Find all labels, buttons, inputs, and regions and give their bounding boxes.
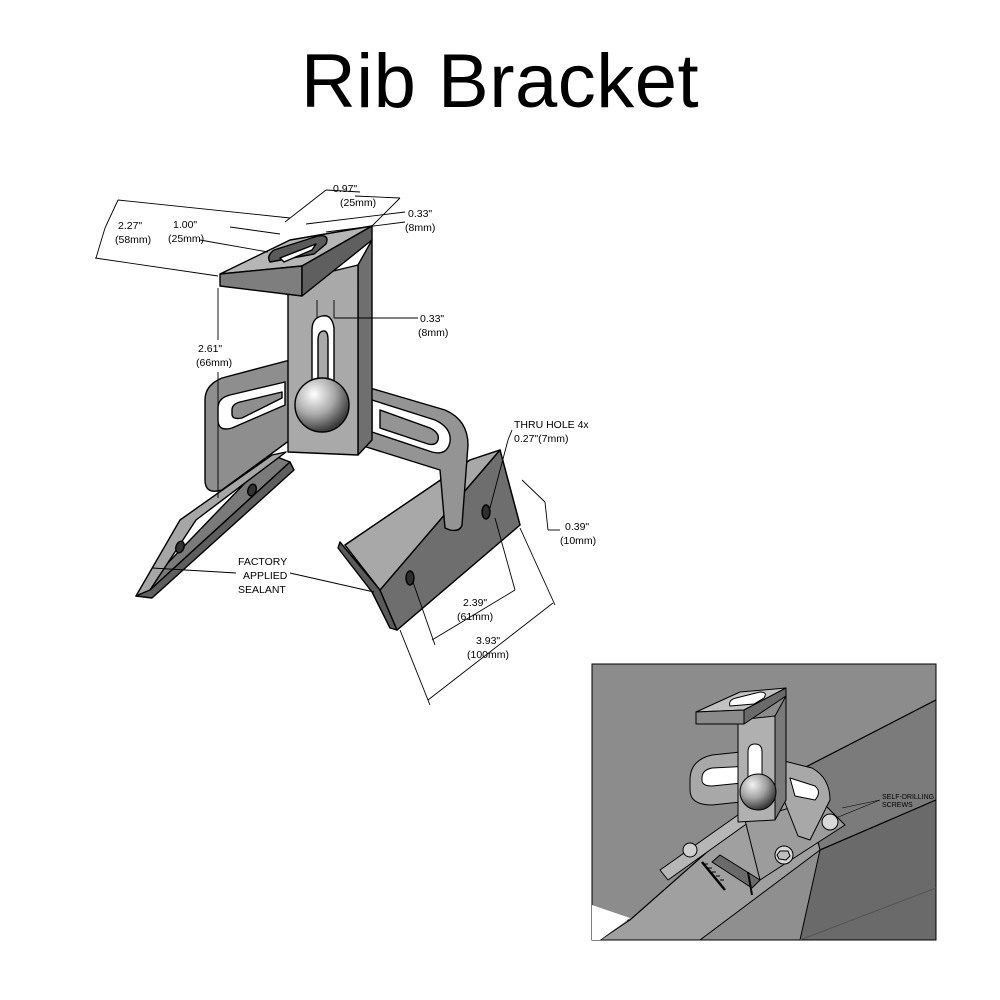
page-title: Rib Bracket bbox=[300, 39, 700, 124]
dimension-lines bbox=[94, 189, 560, 706]
dim-slot-len-in: 1.00" bbox=[173, 219, 197, 231]
sealant-label-3: SEALANT bbox=[238, 584, 286, 596]
installation-inset: SELF-DRILLING SCREWS bbox=[591, 663, 937, 941]
dim-slot-top-in: 0.33" bbox=[408, 208, 432, 220]
dim-length-in: 3.93" bbox=[476, 635, 500, 647]
hole-note-line1: THRU HOLE 4x bbox=[514, 419, 589, 431]
dim-depth-mm: (58mm) bbox=[115, 234, 151, 246]
dim-slot-vert-mm: (8mm) bbox=[418, 327, 448, 339]
dim-hole-spacing-in: 2.39" bbox=[463, 597, 487, 609]
dim-top-width-mm: (25mm) bbox=[340, 197, 376, 209]
dim-top-width-in: 0.97" bbox=[333, 183, 357, 195]
sealant-label-1: FACTORY bbox=[238, 556, 287, 568]
screws-label-2: SCREWS bbox=[882, 802, 913, 809]
hole-note-line2: 0.27"(7mm) bbox=[514, 433, 569, 445]
self-drilling-screws bbox=[682, 813, 839, 896]
dim-length-mm: (100mm) bbox=[467, 649, 509, 661]
dim-slot-vert-in: 0.33" bbox=[420, 313, 444, 325]
bolt-head bbox=[294, 377, 350, 433]
upright-side bbox=[357, 239, 373, 456]
dim-hole-spacing-mm: (61mm) bbox=[457, 611, 493, 623]
sealant-label-2: APPLIED bbox=[243, 570, 288, 582]
dim-depth-in: 2.27" bbox=[118, 220, 142, 232]
dim-edge-in: 0.39" bbox=[565, 521, 589, 533]
bracket-drawing bbox=[135, 225, 521, 631]
dim-height-in: 2.61" bbox=[198, 343, 222, 355]
dim-edge-mm: (10mm) bbox=[560, 535, 596, 547]
dimension-labels: 0.97" (25mm) 0.33" (8mm) 2.27" (58mm) 1.… bbox=[115, 183, 596, 661]
dim-slot-len-mm: (25mm) bbox=[168, 233, 204, 245]
dim-height-mm: (66mm) bbox=[196, 357, 232, 369]
dim-slot-top-mm: (8mm) bbox=[405, 222, 435, 234]
screws-label-1: SELF-DRILLING bbox=[882, 794, 934, 801]
